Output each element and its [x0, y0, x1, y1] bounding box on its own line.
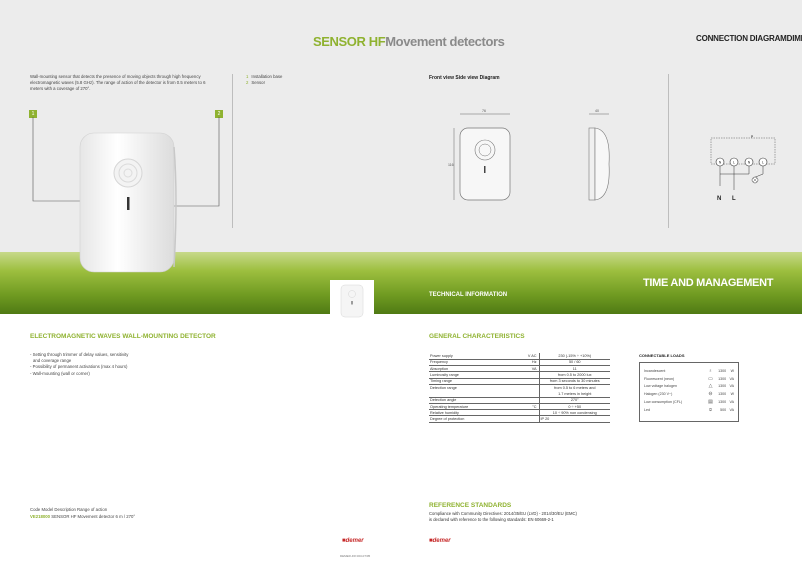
callout-tag-2: 2	[215, 110, 223, 118]
terminal-l2: L	[762, 160, 764, 164]
reference-line-2: is declared with reference to the follow…	[429, 517, 554, 523]
load-row: Low consumption (CFL) ▤ 1300 VA	[644, 399, 734, 406]
product-code: VE218000	[30, 513, 51, 519]
code-row: VE218000 SENSOR HF Movement detector 6 m…	[30, 514, 135, 521]
demer-logo-left: ■demer	[342, 538, 364, 544]
dim-height: 116	[448, 163, 454, 167]
cfl-icon: ▤	[708, 399, 713, 406]
terminal-l1: L	[733, 160, 735, 164]
terminal-n1: N	[719, 160, 722, 164]
load-row: Fluorescent (neon) ▭ 1300 VA	[644, 375, 734, 382]
title-brand: SENSOR HF	[313, 34, 386, 49]
incandescent-bulb-icon: ♁	[708, 367, 713, 374]
table-row: 1.7 meters in height	[429, 390, 610, 398]
left-section-title: ELECTROMAGNETIC WAVES WALL-MOUNTING DETE…	[30, 333, 216, 340]
general-title: GENERAL CHARACTERISTICS	[429, 333, 525, 340]
fluorescent-tube-icon: ▭	[708, 375, 713, 382]
feature-item: - Setting through trimmer of delay value…	[30, 352, 129, 357]
demer-logo-right: ■demer	[429, 538, 451, 544]
loads-box: Incandescent ♁ 1300 W Fluorescent (neon)…	[639, 362, 739, 422]
footer-code: DEMER-FR 003-07/05	[340, 554, 371, 558]
product-photo	[32, 117, 220, 273]
dim-depth: 40	[595, 109, 599, 113]
product-code-block: Code Model Description Range of action V…	[30, 507, 135, 520]
halogen-230-icon: ⊖	[708, 391, 713, 398]
band-title-left: TECHNICAL INFORMATION	[429, 292, 508, 298]
feature-item: - Wall-mounting (wall or corner)	[30, 370, 90, 376]
wiring-diagram: μ N L N L N L	[710, 133, 776, 202]
product-thumbnail	[330, 280, 374, 336]
feature-item: and coverage range	[33, 358, 72, 364]
front-view-drawing: 76 116	[448, 109, 511, 201]
led-icon: ⍝	[709, 406, 713, 413]
band-title-right: TIME AND MANAGEMENT	[643, 277, 774, 289]
loads-title: CONNECTABLE LOADS	[639, 353, 685, 358]
load-row: Incandescent ♁ 1300 W	[644, 367, 734, 374]
code-header: Code Model Description Range of action	[30, 507, 108, 512]
document-title: SENSOR HFMovement detectors	[313, 34, 505, 49]
load-row: Led ⍝ 500 VA	[644, 406, 734, 413]
side-view-drawing: 40	[588, 109, 610, 201]
bottom-panel	[0, 314, 802, 567]
halogen-lv-icon: △	[708, 383, 713, 390]
connection-title: CONNECTION DIAGRAMDIMENSI	[696, 34, 802, 43]
label-mu: μ	[751, 133, 754, 138]
label-line: L	[732, 196, 736, 202]
views-title: Front view Side view Diagram	[429, 75, 500, 81]
divider-right	[668, 74, 669, 228]
label-neutral: N	[717, 196, 721, 202]
terminal-n2: N	[748, 160, 751, 164]
reference-block: REFERENCE STANDARDS Compliance with Comm…	[429, 502, 577, 524]
feature-item: - Possibility of permanent activations (…	[30, 364, 128, 370]
reference-title: REFERENCE STANDARDS	[429, 502, 512, 509]
reference-line-1: Compliance with Community Directives: 20…	[429, 511, 577, 516]
feature-list: - Setting through trimmer of delay value…	[30, 352, 190, 377]
load-row: Low voltage halogen △ 1300 VA	[644, 383, 734, 390]
load-row: Halogen (230 V~) ⊖ 1300 W	[644, 391, 734, 398]
intro-text: Wall-mounting sensor that detects the pr…	[30, 74, 206, 92]
divider-left	[232, 74, 233, 228]
title-rest: Movement detectors	[385, 34, 505, 49]
callout-tag-1: 1	[29, 110, 37, 118]
product-description: SENSOR HF Movement detector 6 m / 270°	[51, 513, 136, 519]
dim-width: 76	[482, 109, 486, 113]
